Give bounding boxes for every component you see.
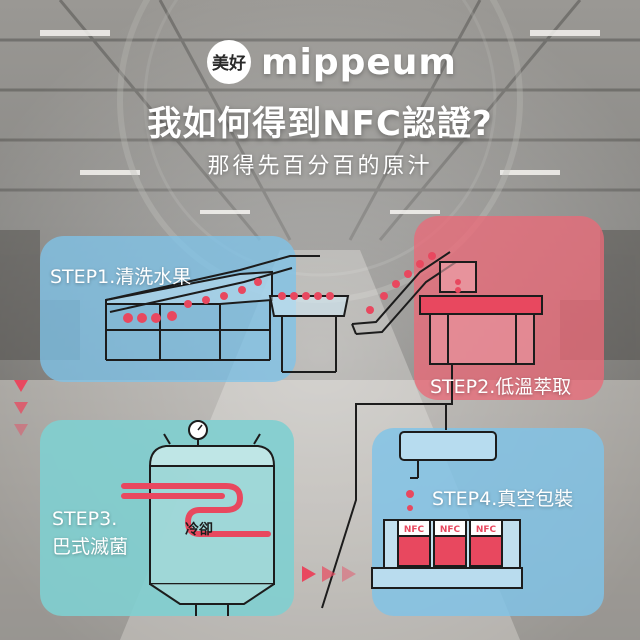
step3-label-line1: STEP3. <box>52 508 118 530</box>
step3-label-line2: 巴式滅菌 <box>52 536 129 558</box>
svg-text:NFC: NFC <box>404 525 425 535</box>
pipeline-line <box>321 364 453 609</box>
play-arrow-icon <box>14 380 356 582</box>
step4-label: STEP4.真空包裝 <box>432 488 574 510</box>
svg-text:NFC: NFC <box>476 525 497 535</box>
brand-name: mippeum <box>261 41 457 83</box>
nfc-boxes: NFC NFC NFC <box>397 519 503 567</box>
cooling-label: 冷卻 <box>185 521 213 538</box>
page-title: 我如何得到NFC認證? <box>147 104 493 144</box>
basin-illustration <box>268 295 350 373</box>
cooling-coil <box>121 483 271 537</box>
page-subtitle: 那得先百分百的原汁 <box>207 154 433 179</box>
step2-label: STEP2.低溫萃取 <box>430 376 572 398</box>
step1-label: STEP1.清洗水果 <box>50 266 192 288</box>
juice-drops <box>406 490 414 511</box>
svg-text:NFC: NFC <box>440 525 461 535</box>
svg-text:美好: 美好 <box>212 53 246 74</box>
brand: 美好 mippeum <box>205 36 457 88</box>
thermometer-gauge-icon <box>188 420 208 440</box>
header: 美好 mippeum 我如何得到NFC認證? 那得先百分百的原汁 <box>0 0 640 200</box>
logo-icon: 美好 <box>207 40 251 84</box>
fruit-dots <box>123 252 461 323</box>
washer-illustration <box>105 255 320 361</box>
